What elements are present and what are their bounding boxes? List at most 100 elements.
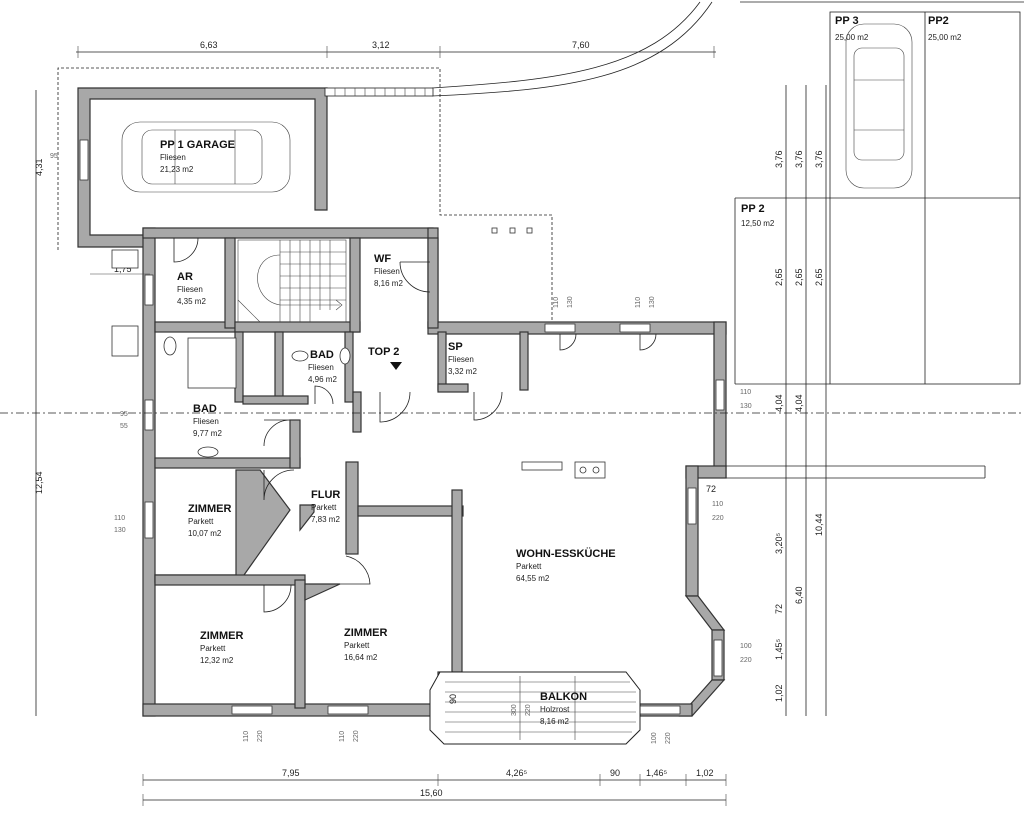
dim-left-1: 4,31 xyxy=(34,158,44,176)
ar-name: AR xyxy=(177,271,193,283)
dim-top-1: 6,63 xyxy=(200,40,218,50)
sp-material: Fliesen xyxy=(448,355,474,364)
dim-r2-4: 6,40 xyxy=(794,586,804,604)
pp2b-area: 12,50 m2 xyxy=(741,219,775,228)
zimmer1-area: 10,07 m2 xyxy=(188,529,222,538)
zimmer1-window-bottom: 130 xyxy=(114,527,126,534)
garden-gate xyxy=(324,87,434,97)
staircase xyxy=(237,239,347,323)
bad-window-top: 95 xyxy=(120,411,128,418)
bottom-dimension-lines: 7,95 4,26⁵ 90 1,46⁵ 1,02 15,60 xyxy=(142,768,727,806)
dim-r1-7: 1,02 xyxy=(774,684,784,702)
dim-r1-2: 2,65 xyxy=(774,268,784,286)
dim-top-2: 3,12 xyxy=(372,40,390,50)
balkon-material: Holzrost xyxy=(540,705,570,714)
top-window2-a: 110 xyxy=(635,297,642,308)
wohn-material: Parkett xyxy=(516,562,542,571)
car-icon xyxy=(121,121,291,193)
right-window2-b: 220 xyxy=(712,515,724,522)
zimmer3-window-a: 110 xyxy=(339,731,346,742)
wf-name: WF xyxy=(374,253,391,265)
zimmer3-area: 16,64 m2 xyxy=(344,653,378,662)
zimmer2-name: ZIMMER xyxy=(200,630,243,642)
zimmer3-window-b: 220 xyxy=(353,730,360,742)
garage-area: 21,23 m2 xyxy=(160,165,194,174)
wf-material: Fliesen xyxy=(374,267,400,276)
zimmer3-material: Parkett xyxy=(344,641,370,650)
zimmer3-name: ZIMMER xyxy=(344,627,387,639)
pp2b-name: PP 2 xyxy=(741,203,765,215)
dim-r2-1: 3,76 xyxy=(794,150,804,168)
top-window2-b: 130 xyxy=(649,296,656,308)
bad-small-area: 4,96 m2 xyxy=(308,375,337,384)
dim-bottom-2: 4,26⁵ xyxy=(506,768,528,778)
dim-r1-5: 72 xyxy=(774,604,784,614)
dim-bottom-3: 90 xyxy=(610,768,620,778)
top-window1-a: 110 xyxy=(553,297,560,308)
wf-area: 8,16 m2 xyxy=(374,279,403,288)
dim-175: 1,75 xyxy=(114,264,132,274)
driveway-curve xyxy=(431,1,1024,97)
right-window1-b: 130 xyxy=(740,403,752,410)
zimmer1-name: ZIMMER xyxy=(188,503,231,515)
pp2a-name: PP2 xyxy=(928,15,949,27)
right-window3-a: 100 xyxy=(740,643,752,650)
dim-r3-2: 2,65 xyxy=(814,268,824,286)
dim-bottom-5: 1,02 xyxy=(696,768,714,778)
dim-r1-3: 4,04 xyxy=(774,394,784,412)
right-window1-a: 110 xyxy=(740,389,751,396)
dim-72-right: 72 xyxy=(706,484,716,494)
right-window2-a: 110 xyxy=(712,501,723,508)
dim-r1-1: 3,76 xyxy=(774,150,784,168)
zimmer2-material: Parkett xyxy=(200,644,226,653)
balkon-name: BALKON xyxy=(540,691,587,703)
dim-r3-3: 10,44 xyxy=(814,513,824,536)
dim-90-balkon: 90 xyxy=(448,694,458,704)
flur-material: Parkett xyxy=(311,503,337,512)
top2-name: TOP 2 xyxy=(368,346,399,358)
zimmer2-window-b: 220 xyxy=(257,730,264,742)
balkon-door-b: 220 xyxy=(525,704,532,716)
dim-r3-1: 3,76 xyxy=(814,150,824,168)
bad-large-area: 9,77 m2 xyxy=(193,429,222,438)
dim-bottom-1: 7,95 xyxy=(282,768,300,778)
right-window3-b: 220 xyxy=(740,657,752,664)
balkon-door-a: 300 xyxy=(511,704,518,716)
top-dimension-line: 6,63 3,12 7,60 xyxy=(76,40,716,58)
garage: 95 PP 1 GARAGE Fliesen 21,23 m2 xyxy=(50,87,328,248)
garage-material: Fliesen xyxy=(160,153,186,162)
zimmer2-window-a: 110 xyxy=(243,731,250,742)
balkon-area: 8,16 m2 xyxy=(540,717,569,726)
dim-r2-2: 2,65 xyxy=(794,268,804,286)
wohn-window-a: 100 xyxy=(651,732,658,744)
parking-area: PP 3 25,00 m2 PP2 25,00 m2 PP 2 12,50 m2 xyxy=(734,11,1021,385)
room-labels: AR Fliesen 4,35 m2 WF Fliesen 8,16 m2 BA… xyxy=(177,253,616,726)
opening-labels: 1,75 95 55 110 130 110 220 110 220 300 2… xyxy=(90,249,752,744)
ar-material: Fliesen xyxy=(177,285,203,294)
bad-window-bottom: 55 xyxy=(120,423,128,430)
balcony xyxy=(429,671,641,745)
bad-large-material: Fliesen xyxy=(193,417,219,426)
dim-bottom-4: 1,46⁵ xyxy=(646,768,668,778)
pp2a-area: 25,00 m2 xyxy=(928,33,962,42)
flur-area: 7,83 m2 xyxy=(311,515,340,524)
garage-name: PP 1 GARAGE xyxy=(160,139,235,151)
garage-dashed-outline xyxy=(57,67,553,330)
dim-r1-4: 3,20⁵ xyxy=(774,532,784,554)
garage-window-label: 95 xyxy=(50,153,58,160)
sp-name: SP xyxy=(448,341,463,353)
ar-area: 4,35 m2 xyxy=(177,297,206,306)
wohn-window-b: 220 xyxy=(665,732,672,744)
bathroom-fixtures xyxy=(163,227,606,479)
dim-bottom-total: 15,60 xyxy=(420,788,443,798)
bad-large-name: BAD xyxy=(193,403,217,415)
doors xyxy=(173,237,657,613)
left-dimension-lines: 4,31 12,54 xyxy=(34,90,44,716)
windows xyxy=(144,274,725,715)
zimmer1-material: Parkett xyxy=(188,517,214,526)
dim-r1-6: 1,45⁵ xyxy=(774,638,784,660)
interior-walls xyxy=(154,237,529,709)
dim-left-2: 12,54 xyxy=(34,471,44,494)
top-window1-b: 130 xyxy=(567,296,574,308)
